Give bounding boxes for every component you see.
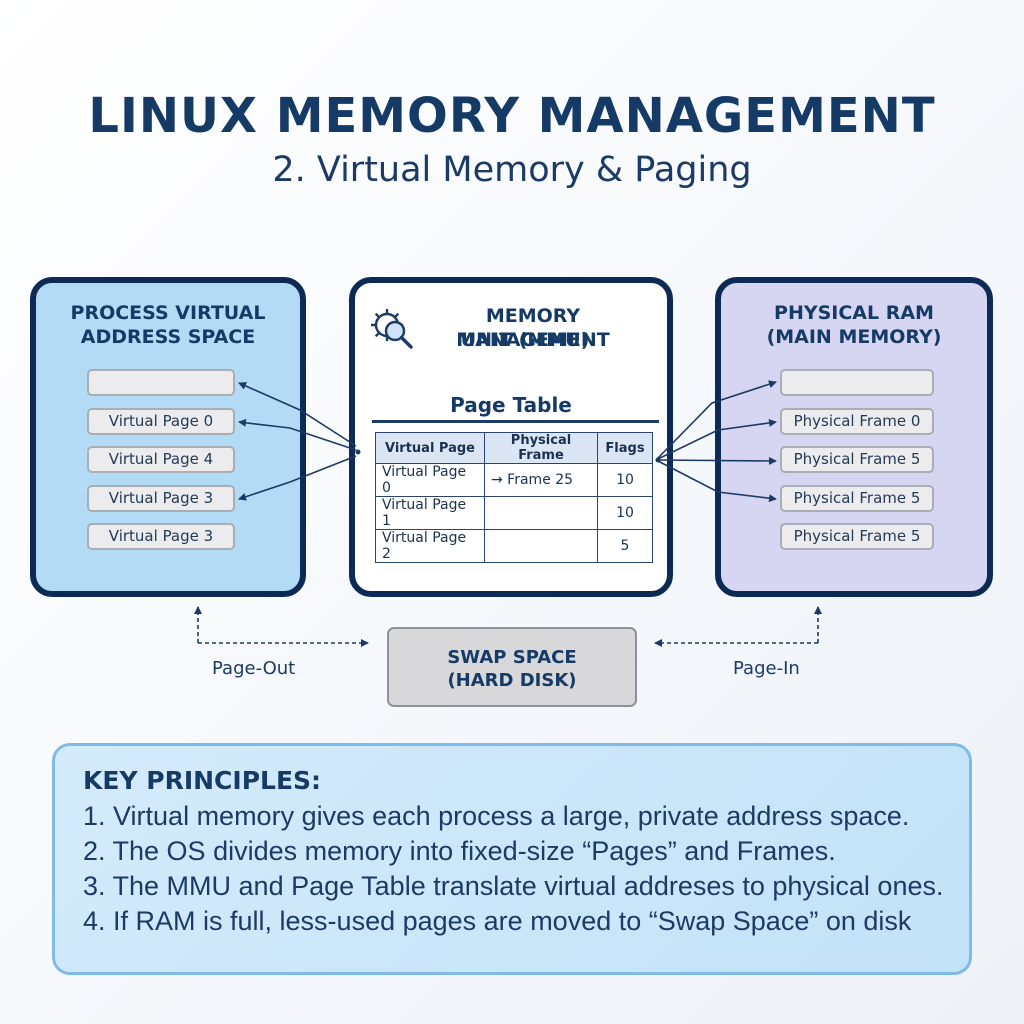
page-title: LINUX MEMORY MANAGEMENT (88, 88, 936, 144)
physical-frame-slot: Physical Frame 5 (780, 446, 934, 473)
cell-physical-frame: → Frame 25 (484, 463, 598, 497)
physical-frame-slot: Physical Frame 5 (780, 523, 934, 550)
virtual-space-heading-line2: ADDRESS SPACE (80, 326, 256, 348)
principle-item: 1. Virtual memory gives each process a l… (83, 801, 910, 831)
page-subtitle: 2. Virtual Memory & Paging (272, 150, 752, 190)
virtual-page-slot-empty (87, 369, 235, 396)
column-header-virtual-page: Virtual Page (375, 432, 485, 464)
cell-flags: 10 (597, 496, 653, 530)
cell-physical-frame (484, 529, 598, 563)
physical-frame-slot: Physical Frame 5 (780, 485, 934, 512)
virtual-page-slot: Virtual Page 0 (87, 408, 235, 435)
swap-space-label: SWAP SPACE (447, 647, 577, 668)
virtual-space-heading-line1: PROCESS VIRTUAL (70, 302, 266, 324)
table-row: Virtual Page 0 → Frame 25 10 (375, 463, 653, 497)
page-table: Virtual Page Physical Frame Flags Virtua… (375, 432, 653, 563)
mmu-heading-line1: MEMORY MANAGEMENT (456, 305, 610, 351)
key-principles-heading: KEY PRINCIPLES: (83, 766, 322, 795)
cell-virtual-page: Virtual Page 2 (375, 529, 485, 563)
page-out-label: Page-Out (212, 658, 296, 679)
principle-item: 3. The MMU and Page Table translate virt… (83, 871, 944, 901)
physical-frame-slot-empty (780, 369, 934, 396)
cell-physical-frame (484, 496, 598, 530)
page-in-label: Page-In (733, 658, 800, 679)
swap-space-sublabel: (HARD DISK) (447, 670, 577, 691)
key-principles-box: KEY PRINCIPLES: 1. Virtual memory gives … (52, 743, 972, 975)
swap-space-box: SWAP SPACE (HARD DISK) (387, 627, 637, 707)
cell-virtual-page: Virtual Page 0 (375, 463, 485, 497)
page-table-title: Page Table (450, 393, 572, 417)
page-table-header-row: Virtual Page Physical Frame Flags (375, 432, 653, 464)
virtual-page-slot: Virtual Page 3 (87, 485, 235, 512)
cell-virtual-page: Virtual Page 1 (375, 496, 485, 530)
mmu-panel: MEMORY MANAGEMENT UNIT (MMU) Page Table … (349, 277, 673, 597)
table-row: Virtual Page 1 10 (375, 496, 653, 530)
page-table-rule (372, 420, 659, 423)
virtual-page-slot: Virtual Page 3 (87, 523, 235, 550)
virtual-page-slot: Virtual Page 4 (87, 446, 235, 473)
physical-ram-panel: PHYSICAL RAM (MAIN MEMORY) Physical Fram… (715, 277, 993, 597)
mmu-heading-line2: UNIT (MMU) (460, 329, 590, 351)
principle-item: 2. The OS divides memory into fixed-size… (83, 836, 836, 866)
physical-ram-heading-line2: (MAIN MEMORY) (766, 326, 942, 348)
cell-flags: 5 (597, 529, 653, 563)
column-header-physical-frame: Physical Frame (484, 432, 598, 464)
table-row: Virtual Page 2 5 (375, 529, 653, 563)
column-header-flags: Flags (597, 432, 653, 464)
virtual-address-space-panel: PROCESS VIRTUAL ADDRESS SPACE Virtual Pa… (30, 277, 306, 597)
physical-frame-slot: Physical Frame 0 (780, 408, 934, 435)
principle-item: 4. If RAM is full, less-used pages are m… (83, 906, 912, 936)
gear-magnifier-icon (365, 303, 421, 359)
physical-ram-heading-line1: PHYSICAL RAM (774, 302, 934, 324)
cell-flags: 10 (597, 463, 653, 497)
